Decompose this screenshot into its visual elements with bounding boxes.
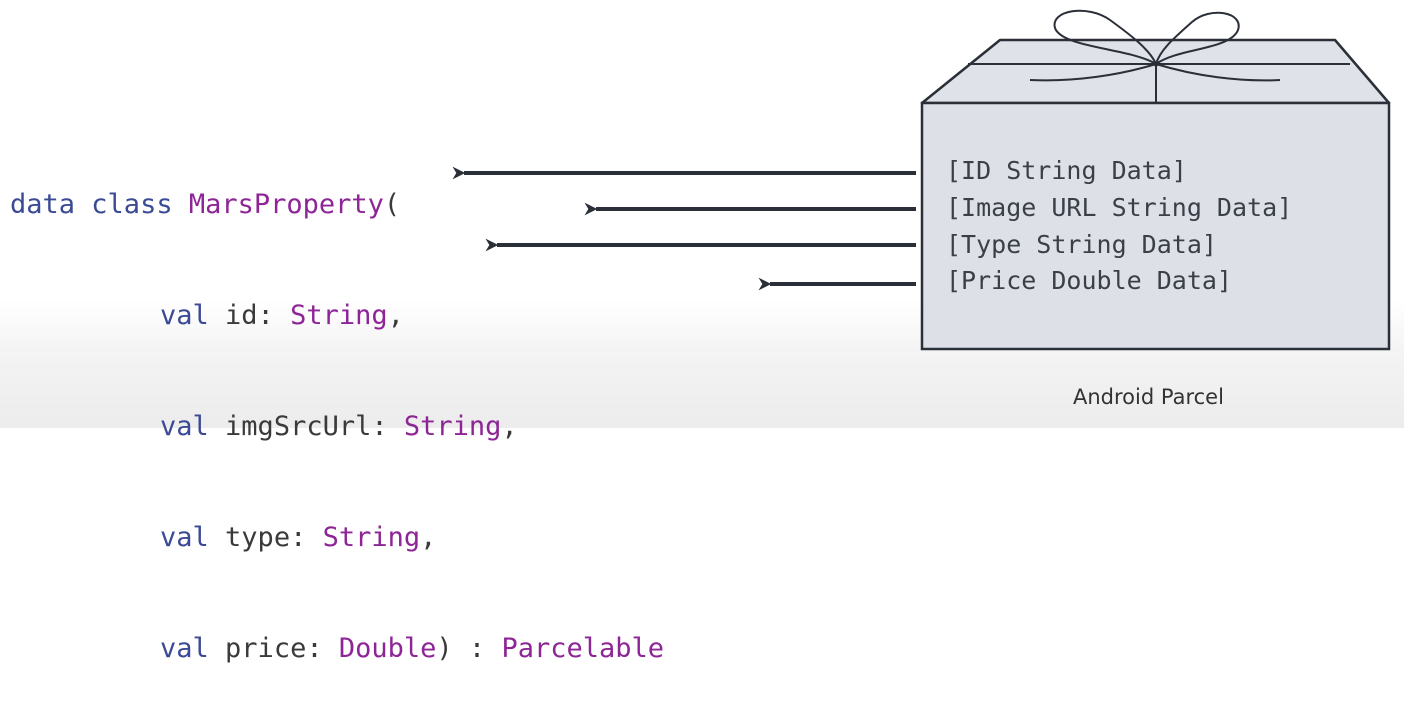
bow-right-loop bbox=[1154, 11, 1240, 67]
parcel-caption: Android Parcel bbox=[1073, 385, 1224, 409]
param-line-id: val id: String, bbox=[10, 297, 664, 334]
param-name: id: bbox=[225, 300, 274, 331]
param-keyword: val bbox=[160, 633, 209, 664]
keyword-data: data bbox=[10, 189, 76, 220]
param-name: type: bbox=[225, 522, 307, 553]
param-suffix: ) : bbox=[436, 633, 486, 664]
param-line-price: val price: Double) : Parcelable bbox=[10, 630, 664, 667]
class-declaration-line: data class MarsProperty( bbox=[10, 186, 664, 223]
param-line-type: val type: String, bbox=[10, 519, 664, 556]
param-type: String bbox=[322, 522, 421, 553]
ribbon-tail-left bbox=[1029, 63, 1157, 82]
interface-name: Parcelable bbox=[501, 633, 665, 664]
param-suffix: , bbox=[387, 300, 404, 331]
class-name: MarsProperty bbox=[188, 189, 384, 220]
parcel-entry-type: [Type String Data] bbox=[946, 230, 1217, 259]
param-keyword: val bbox=[160, 300, 209, 331]
param-name: price: bbox=[225, 633, 323, 664]
param-type: String bbox=[290, 300, 388, 331]
param-keyword: val bbox=[160, 522, 209, 553]
bow-left-loop bbox=[1053, 9, 1159, 67]
ribbon-tail-right bbox=[1155, 63, 1281, 82]
parcel-entry-image-url: [Image URL String Data] bbox=[946, 193, 1293, 222]
open-paren: ( bbox=[383, 189, 401, 220]
parcel-diagram bbox=[452, 9, 1391, 351]
parcel-box bbox=[920, 101, 1391, 351]
keyword-class: class bbox=[91, 189, 173, 220]
parcel-entry-id: [ID String Data] bbox=[946, 156, 1187, 185]
param-suffix: , bbox=[420, 522, 437, 553]
parcel-entry-price: [Price Double Data] bbox=[946, 266, 1232, 295]
param-type: Double bbox=[338, 633, 437, 664]
